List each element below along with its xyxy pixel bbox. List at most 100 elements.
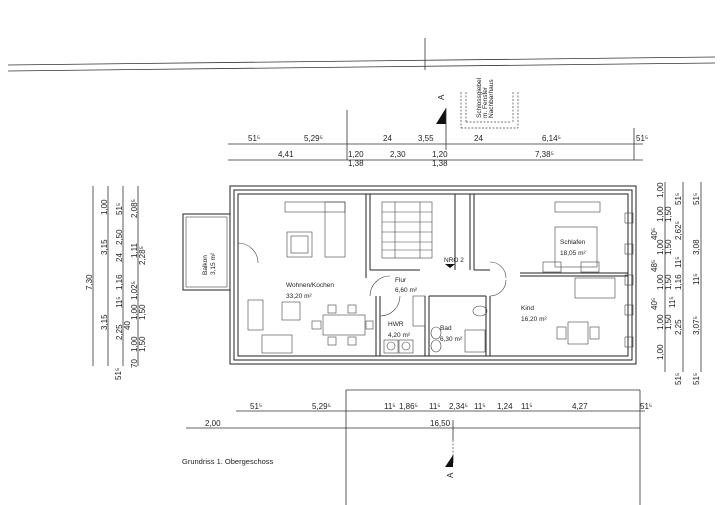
section-marker-top: A xyxy=(436,94,447,150)
svg-text:2,28⁵: 2,28⁵ xyxy=(138,246,147,265)
svg-text:11⁵: 11⁵ xyxy=(429,402,441,411)
living-furniture xyxy=(237,201,401,354)
section-label-bottom: A xyxy=(446,472,455,478)
svg-text:51⁵: 51⁵ xyxy=(692,193,701,205)
neighbor-note-3: Nachbarhaus xyxy=(488,79,495,118)
svg-text:1,50: 1,50 xyxy=(138,304,147,320)
property-line xyxy=(7,38,716,72)
room-balkon-label: Balkon xyxy=(202,255,209,275)
svg-text:1,50: 1,50 xyxy=(664,206,673,222)
dim-bottom: 51⁵ 5,29⁵ 11⁵ 1,86⁵ 11⁵ 2,34⁵ 11⁵ 1,24 1… xyxy=(186,389,652,505)
svg-text:1,00: 1,00 xyxy=(656,314,665,330)
room-balkon-area: 3,15 m² xyxy=(210,252,217,275)
svg-text:11⁵: 11⁵ xyxy=(692,273,701,285)
svg-text:51⁵: 51⁵ xyxy=(636,134,648,143)
svg-text:11⁵: 11⁵ xyxy=(115,296,124,308)
dim-left: 7,30 1,00 3,15 3,15 51⁵ 2,50 24 1,16 11⁵… xyxy=(85,186,147,380)
dim-top-row1: 51⁵ 5,29⁵ 24 3,55 24 6,14⁵ 51⁵ xyxy=(228,134,648,145)
bath-fixtures xyxy=(430,305,488,353)
svg-text:1,00: 1,00 xyxy=(656,274,665,290)
section-arrow-icon xyxy=(445,455,453,467)
svg-text:7,38⁵: 7,38⁵ xyxy=(535,150,554,159)
svg-text:1,00: 1,00 xyxy=(656,239,665,255)
svg-text:4,27: 4,27 xyxy=(572,402,588,411)
svg-text:51⁵: 51⁵ xyxy=(692,373,701,385)
svg-text:51⁵: 51⁵ xyxy=(674,373,683,385)
svg-text:1,50: 1,50 xyxy=(138,336,147,352)
room-flur-area: 6,60 m² xyxy=(395,287,418,294)
svg-text:11⁵: 11⁵ xyxy=(384,402,396,411)
svg-text:70: 70 xyxy=(130,359,139,368)
room-hwr-label: HWR xyxy=(388,321,404,328)
stair-label: NRO 2 xyxy=(444,257,464,264)
room-schlafen-area: 18,05 m² xyxy=(560,250,586,257)
room-labels: Wohnen/Kochen 33,20 m² Flur 6,60 m² HWR … xyxy=(202,239,586,343)
svg-text:1,38: 1,38 xyxy=(348,159,364,168)
svg-text:5,29⁵: 5,29⁵ xyxy=(304,134,323,143)
svg-text:1,50: 1,50 xyxy=(664,239,673,255)
room-bad-area: 6,30 m² xyxy=(440,336,463,343)
building-walls xyxy=(229,185,637,365)
svg-text:3,55: 3,55 xyxy=(418,134,434,143)
svg-text:40⁵: 40⁵ xyxy=(650,228,659,240)
dim-top-row2: 4,41 1,20 1,38 2,30 1,20 1,38 7,38⁵ xyxy=(228,150,643,168)
neighbor-house-outline: Schlossgiebel m. Fenster Nachbarhaus xyxy=(460,77,519,129)
drawing-title: Grundriss 1. Obergeschoss xyxy=(182,457,274,466)
svg-text:1,20: 1,20 xyxy=(432,150,448,159)
svg-text:40⁵: 40⁵ xyxy=(650,298,659,310)
svg-text:1,16: 1,16 xyxy=(674,274,683,290)
svg-text:1,38: 1,38 xyxy=(432,159,448,168)
svg-text:3,08: 3,08 xyxy=(692,239,701,255)
svg-text:24: 24 xyxy=(115,253,124,262)
svg-text:1,20: 1,20 xyxy=(348,150,364,159)
room-kind-area: 16,20 m² xyxy=(521,316,547,323)
section-arrow-icon xyxy=(436,108,446,124)
svg-text:1,00: 1,00 xyxy=(130,304,139,320)
svg-text:11⁵: 11⁵ xyxy=(674,256,683,268)
svg-text:1,86⁵: 1,86⁵ xyxy=(399,402,418,411)
svg-text:2,25: 2,25 xyxy=(115,324,124,340)
svg-text:2,25: 2,25 xyxy=(674,319,683,335)
svg-text:1,16: 1,16 xyxy=(115,274,124,290)
svg-text:51⁵: 51⁵ xyxy=(640,402,652,411)
svg-text:4,41: 4,41 xyxy=(278,150,294,159)
svg-text:1,50: 1,50 xyxy=(664,314,673,330)
stair-arrow-icon xyxy=(445,264,455,268)
svg-text:40: 40 xyxy=(123,321,132,330)
svg-text:1,00: 1,00 xyxy=(100,199,109,215)
svg-text:1,11: 1,11 xyxy=(130,242,139,258)
svg-text:1,00: 1,00 xyxy=(130,336,139,352)
svg-text:2,62⁵: 2,62⁵ xyxy=(674,221,683,240)
svg-text:24: 24 xyxy=(474,134,483,143)
svg-text:16,50: 16,50 xyxy=(430,419,451,428)
room-wohnen-kochen-label: Wohnen/Kochen xyxy=(286,282,334,289)
staircase: NRO 2 xyxy=(381,201,464,268)
svg-text:1,00: 1,00 xyxy=(656,344,665,360)
svg-text:5,29⁵: 5,29⁵ xyxy=(312,402,331,411)
svg-text:2,34⁵: 2,34⁵ xyxy=(449,402,468,411)
dim-right: 1,00 1,00 1,50 40⁵ 1,00 1,50 48⁵ 1,00 1,… xyxy=(650,182,702,385)
svg-text:48⁵: 48⁵ xyxy=(650,260,659,272)
svg-text:6,14⁵: 6,14⁵ xyxy=(542,134,561,143)
svg-text:3,07⁵: 3,07⁵ xyxy=(692,316,701,335)
svg-text:11⁵: 11⁵ xyxy=(521,402,533,411)
svg-text:3,15: 3,15 xyxy=(100,239,109,255)
svg-text:11⁵: 11⁵ xyxy=(474,402,486,411)
svg-text:7,30: 7,30 xyxy=(85,274,94,290)
bedroom-furniture xyxy=(489,201,616,345)
svg-text:51⁵: 51⁵ xyxy=(250,402,262,411)
svg-text:51⁵: 51⁵ xyxy=(248,134,260,143)
svg-text:24: 24 xyxy=(383,134,392,143)
svg-text:2,50: 2,50 xyxy=(115,229,124,245)
room-flur-label: Flur xyxy=(395,277,407,284)
svg-text:51⁵: 51⁵ xyxy=(674,193,683,205)
svg-text:3,15: 3,15 xyxy=(100,314,109,330)
svg-text:51⁵: 51⁵ xyxy=(114,368,123,380)
svg-text:2,30: 2,30 xyxy=(390,150,406,159)
neighbor-note-1: Schlossgiebel xyxy=(476,77,483,118)
room-hwr-area: 4,20 m² xyxy=(388,332,411,339)
section-marker-bottom: A xyxy=(445,455,455,478)
neighbor-note-2: m. Fenster xyxy=(482,86,489,118)
balcony xyxy=(182,213,231,291)
room-kind-label: Kind xyxy=(521,305,534,312)
